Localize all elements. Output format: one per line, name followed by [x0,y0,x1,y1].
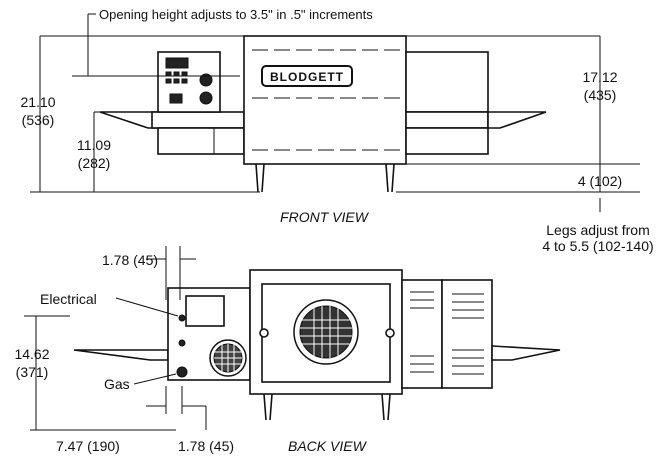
front-left-conveyor-tray [99,111,159,129]
brand-logo-text: BLODGETT [270,70,344,84]
front-conveyor-height-mm: (282) [78,155,111,171]
front-oven-body [243,35,407,165]
back-leg-left [263,393,267,421]
back-left-offset-label: 7.47 (190) [56,438,120,454]
electrical-label: Electrical [40,291,97,307]
back-electrical-box [185,295,225,327]
front-right-upper-cabinet [405,51,489,113]
front-left-conveyor [151,111,245,129]
front-conveyor-height-label: 11.09 [77,137,111,153]
front-control-knob-top [199,73,213,87]
back-electrical-port [178,314,186,322]
back-right-cabinet-outer [441,279,493,389]
front-brand-plate [261,65,353,87]
front-view-title: FRONT VIEW [280,209,370,225]
front-leg-height-label: 4 (102) [578,173,622,189]
gas-label: Gas [104,376,130,392]
back-main-fan-grille [300,306,352,358]
front-total-height-label: 21.10 [20,94,55,110]
back-view: 1.78 (45) Electrical 14.62 (371) Gas 7.4… [14,246,561,454]
front-control-keypad [165,71,188,84]
front-left-cabinet [157,127,245,155]
front-view: BLODGETT Opening height adjusts to 3.5" … [20,7,653,254]
back-height-label: 14.62 [14,346,49,362]
front-control-knob-bottom [199,91,213,105]
opening-height-note: Opening height adjusts to 3.5" in .5" in… [99,7,373,22]
back-right-vents [410,291,484,375]
back-left-fan-grille [214,344,242,372]
front-right-height-mm: (435) [584,87,617,103]
front-control-switch [169,93,183,104]
back-left-conveyor-tray [73,349,169,361]
back-bottom-width-label: 1.78 (45) [178,438,234,454]
back-right-conveyor-tray [491,345,561,361]
front-leg-left [255,163,259,193]
back-height-mm: (371) [16,364,49,380]
front-total-height-mm: (536) [22,112,55,128]
back-top-width-label: 1.78 (45) [102,252,158,268]
front-right-conveyor [405,111,489,129]
legs-adjust-note-line2: 4 to 5.5 (102-140) [542,238,653,254]
electrical-leader [115,297,179,317]
back-leg-right [381,393,385,421]
front-leg-right [385,163,389,193]
back-gas-inlet [176,366,188,378]
legs-adjust-note-line1: Legs adjust from [546,222,650,238]
front-right-height-label: 17.12 [582,69,617,85]
front-control-display [165,57,189,69]
front-oven-vent-lines [252,49,400,151]
back-view-title: BACK VIEW [288,438,368,454]
gas-leader [133,373,177,385]
front-right-lower-cabinet [405,127,489,155]
front-right-conveyor-tray [487,111,547,129]
